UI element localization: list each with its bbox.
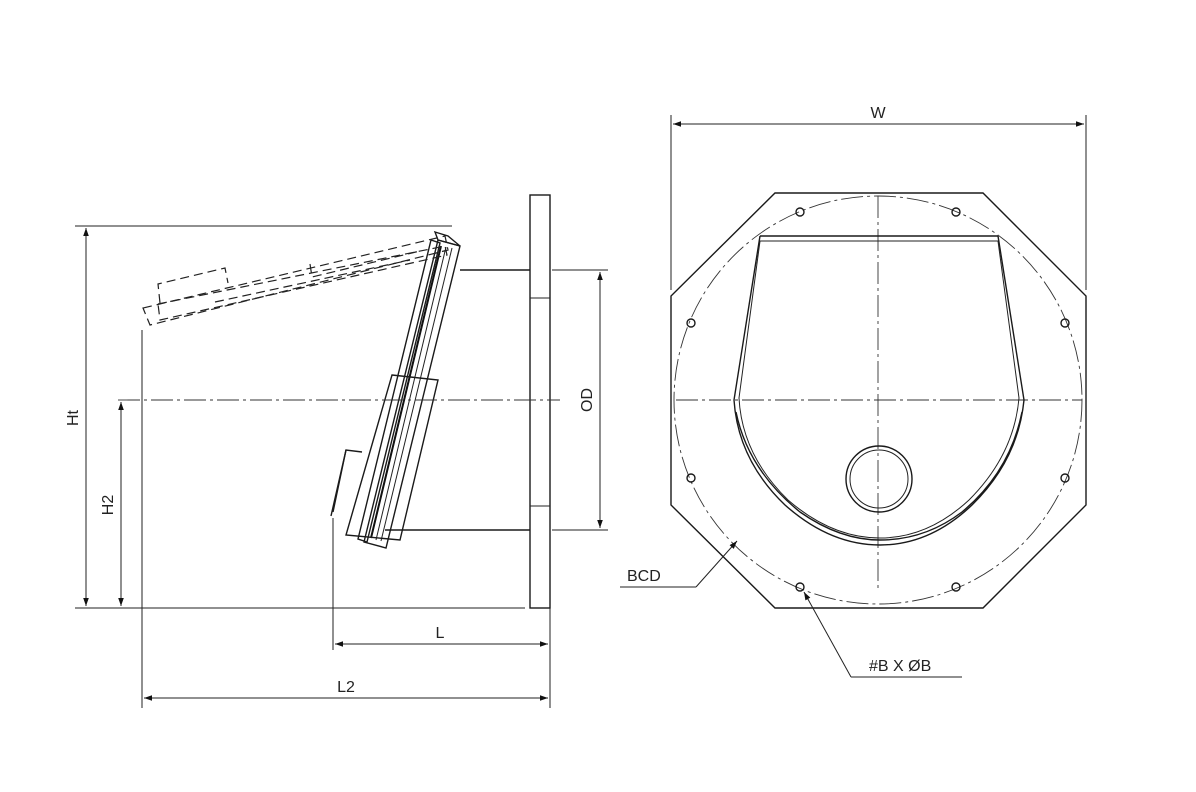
- label-l2: L2: [337, 679, 355, 696]
- gate-front-outline: [733, 235, 1025, 546]
- bolt-holes: [686, 207, 1070, 592]
- bolt-hole: [951, 582, 961, 592]
- center-port-inner: [849, 449, 909, 509]
- bolt-hole: [795, 207, 805, 217]
- label-w: W: [870, 105, 886, 122]
- bolt-hole: [1060, 318, 1070, 328]
- open-position-phantom: [142, 235, 449, 326]
- extension-lines: [75, 225, 608, 708]
- center-port-outer: [845, 445, 913, 513]
- leader-bcd: [620, 540, 738, 588]
- label-l: L: [436, 625, 445, 642]
- leader-bolt-holes: [803, 591, 962, 678]
- bolt-hole: [951, 207, 961, 217]
- flange-plate: [529, 194, 551, 609]
- front-view: W BCD #B X ØB: [620, 105, 1087, 678]
- octagon-flange: [670, 192, 1087, 609]
- label-ht: Ht: [65, 409, 82, 426]
- bolt-hole: [795, 582, 805, 592]
- label-od: OD: [579, 388, 596, 412]
- label-bolt-holes: #B X ØB: [869, 658, 931, 675]
- bolt-hole: [686, 473, 696, 483]
- gate-disc: [345, 230, 461, 549]
- bolt-hole: [686, 318, 696, 328]
- label-h2: H2: [100, 495, 117, 516]
- label-bcd: BCD: [627, 568, 661, 585]
- actuator-housing: [330, 449, 363, 517]
- side-view: Ht H2 OD L L2: [65, 194, 608, 708]
- pipe-body: [385, 269, 530, 531]
- bolt-hole: [1060, 473, 1070, 483]
